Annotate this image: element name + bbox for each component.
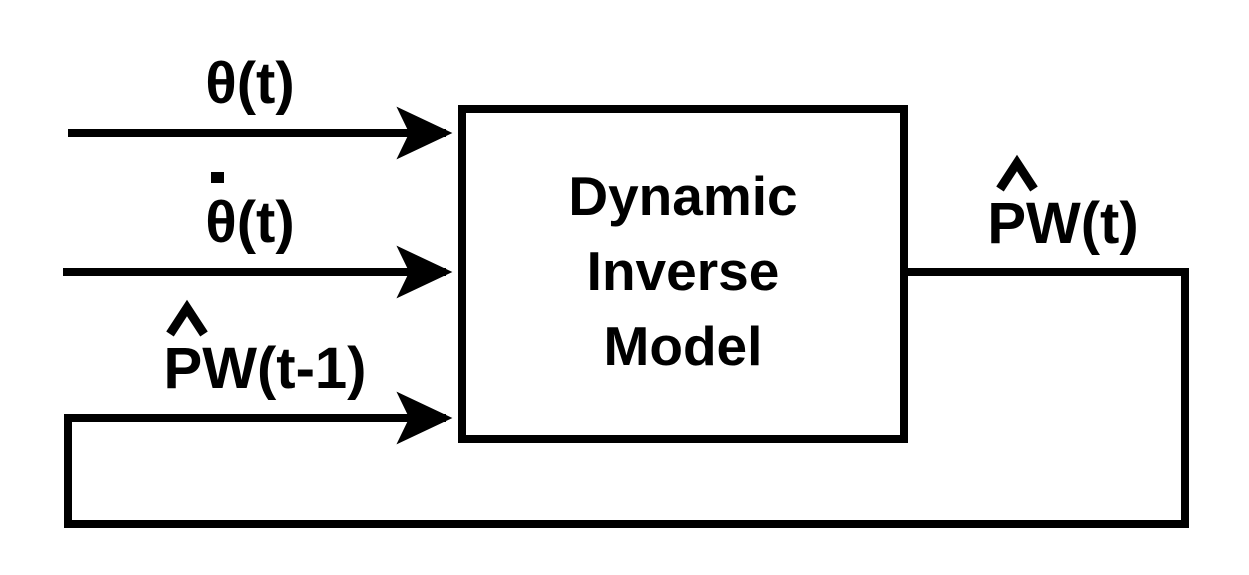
- signal-label-theta-dot-base: θ(t): [205, 190, 294, 255]
- signal-label-pw-now-base: PW(t): [987, 191, 1138, 256]
- signal-label-theta-text: θ(t): [205, 51, 294, 116]
- signal-label-pw-now: PW(t): [987, 154, 1139, 256]
- block-label-line1: Dynamic: [568, 165, 797, 227]
- block-rect: [458, 105, 908, 443]
- feedback-loop-path: [64, 268, 1189, 528]
- derivative-dot-icon: [211, 172, 224, 183]
- signal-label-theta-dot: θ(t): [205, 172, 295, 255]
- signal-label-pw-prev-base: PW(t-1): [164, 336, 367, 401]
- hat-accent-icon-pw-now: [996, 154, 1038, 192]
- block-label-line3: Model: [604, 315, 763, 377]
- signal-label-pw-prev: PW(t-1): [164, 299, 367, 401]
- feedback-polyline: [64, 268, 1189, 528]
- block-label-line2: Inverse: [587, 240, 780, 302]
- signal-label-theta: θ(t): [205, 51, 294, 116]
- dynamic-inverse-model-block[interactable]: Dynamic Inverse Model: [458, 105, 908, 443]
- hat-accent-icon-pw-prev: [166, 299, 208, 337]
